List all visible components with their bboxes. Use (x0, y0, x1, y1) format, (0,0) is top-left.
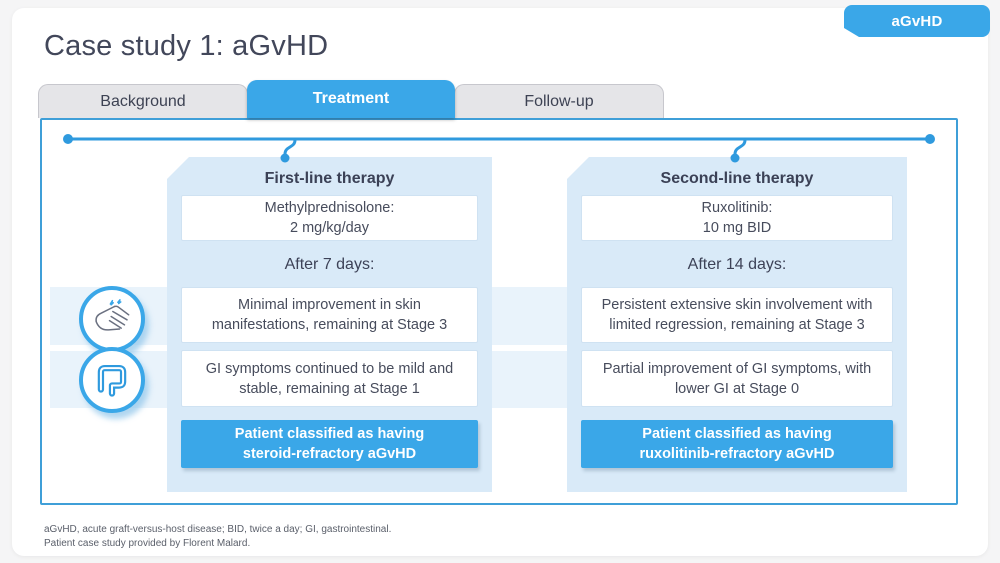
first-line-skin-result: Minimal improvement in skin manifestatio… (181, 287, 478, 343)
second-line-skin-result: Persistent extensive skin involvement wi… (581, 287, 893, 343)
second-line-gi-result: Partial improvement of GI symptoms, with… (581, 350, 893, 407)
gi-result-text: GI symptoms continued to be mild and sta… (205, 360, 454, 397)
first-line-after-label: After 7 days: (284, 256, 375, 273)
drug-dose: 2 mg/kg/day (290, 220, 369, 236)
first-line-drug-box: Methylprednisolone: 2 mg/kg/day (181, 195, 478, 241)
second-line-header: Second-line therapy (660, 170, 814, 187)
first-line-header: First-line therapy (264, 170, 395, 187)
skin-manifestation-badge (79, 286, 145, 352)
abbreviations-line: aGvHD, acute graft-versus-host disease; … (44, 524, 392, 535)
tab-follow-up[interactable]: Follow-up (454, 84, 664, 118)
slide-topic-badge: aGvHD (844, 5, 990, 37)
page-title: Case study 1: aGvHD (44, 30, 329, 62)
skin-result-text: Minimal improvement in skin manifestatio… (211, 297, 448, 333)
hand-skin-icon (95, 299, 130, 331)
slide-card: Case study 1: aGvHD Background Treatment… (12, 8, 988, 556)
banner-text-line2: steroid-refractory aGvHD (242, 446, 417, 462)
drug-name: Methylprednisolone: (264, 200, 395, 216)
first-line-classification-banner: Patient classified as having steroid-ref… (181, 420, 478, 468)
second-line-classification-banner: Patient classified as having ruxolitinib… (581, 420, 893, 468)
intestine-icon (97, 364, 127, 397)
tab-background[interactable]: Background (38, 84, 248, 118)
tab-treatment[interactable]: Treatment (247, 80, 455, 118)
skin-result-text: Persistent extensive skin involvement wi… (601, 297, 873, 333)
tab-bar: Background Treatment Follow-up (38, 80, 664, 118)
banner-text-line1: Patient classified as having (234, 425, 425, 442)
first-line-panel: First-line therapy Methylprednisolone: 2… (167, 157, 492, 492)
footnote: aGvHD, acute graft-versus-host disease; … (44, 523, 391, 550)
treatment-content-panel: First-line therapy Methylprednisolone: 2… (40, 118, 958, 505)
drug-name: Ruxolitinib: (701, 200, 773, 216)
attribution-line: Patient case study provided by Florent M… (44, 537, 251, 549)
banner-text-line1: Patient classified as having (642, 425, 832, 442)
second-line-drug-box: Ruxolitinib: 10 mg BID (581, 195, 893, 241)
first-line-gi-result: GI symptoms continued to be mild and sta… (181, 350, 478, 407)
banner-text-line2: ruxolitinib-refractory aGvHD (639, 446, 835, 462)
second-line-after-label: After 14 days: (687, 256, 787, 273)
second-line-panel: Second-line therapy Ruxolitinib: 10 mg B… (567, 157, 907, 492)
gi-badge (79, 347, 145, 413)
drug-dose: 10 mg BID (702, 220, 772, 236)
gi-result-text: Partial improvement of GI symptoms, with… (602, 360, 872, 397)
